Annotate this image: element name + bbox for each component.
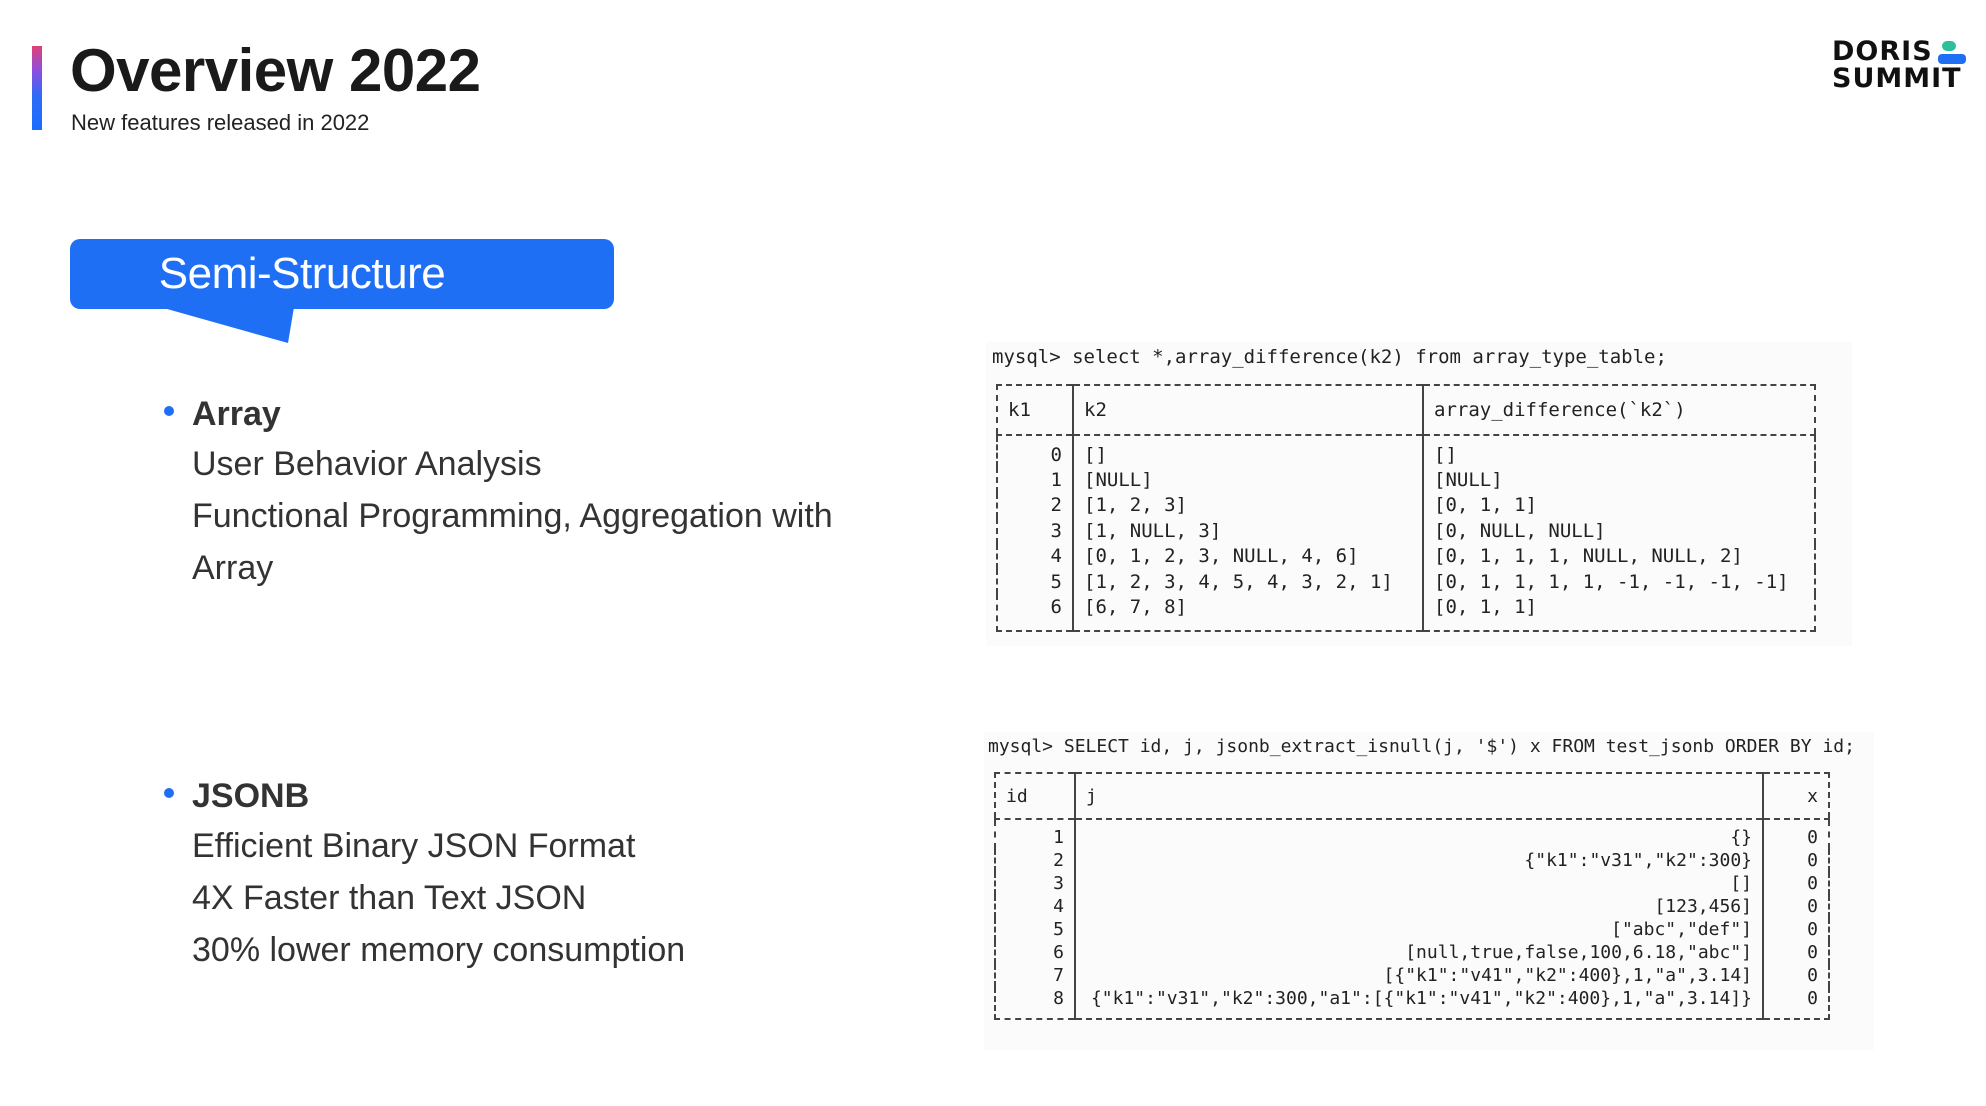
section-tag: Semi-Structure: [70, 239, 614, 309]
table-cell: []: [1074, 872, 1763, 895]
column-header: k2: [1072, 385, 1423, 435]
table-cell: 2: [1053, 850, 1064, 871]
table-cell: 8: [1053, 988, 1064, 1009]
table-cell: 3: [1053, 873, 1064, 894]
bullet-icon: [164, 406, 174, 416]
feature-title-array: Array: [192, 394, 281, 433]
table-row: 1 {}0: [995, 819, 1829, 849]
column-header: array_difference(`k2`): [1422, 385, 1815, 435]
table-cell: [1, NULL, 3]: [1072, 518, 1423, 544]
table-row: 0 [][]: [997, 435, 1815, 468]
sql-command: mysql> SELECT id, j, jsonb_extract_isnul…: [988, 736, 1855, 757]
table-cell: 0: [1762, 895, 1829, 918]
jsonb-query-output: mysql> SELECT id, j, jsonb_extract_isnul…: [984, 732, 1874, 1050]
feature-title-jsonb: JSONB: [192, 776, 310, 815]
column-header: j: [1074, 773, 1763, 819]
table-row: 3 []0: [995, 872, 1829, 895]
table-cell: 7: [1053, 965, 1064, 986]
feature-line: 4X Faster than Text JSON: [192, 879, 587, 917]
bullet-icon: [164, 788, 174, 798]
table-cell: 1: [1050, 469, 1062, 492]
table-cell: 0: [1762, 987, 1829, 1019]
table-row: 5 [1, 2, 3, 4, 5, 4, 3, 2, 1][0, 1, 1, 1,…: [997, 568, 1815, 595]
table-cell: [null,true,false,100,6.18,"abc"]: [1074, 941, 1763, 964]
table-cell: 5: [1050, 570, 1062, 593]
table-cell: 2: [1050, 494, 1062, 517]
feature-array: Array User Behavior Analysis Functional …: [164, 390, 833, 594]
table-cell: [1, 2, 3]: [1072, 492, 1423, 519]
table-cell: {"k1":"v31","k2":300}: [1074, 849, 1763, 872]
section-tag-tail: [160, 307, 294, 343]
table-header-row: id j x: [995, 773, 1829, 819]
table-cell: [1, 2, 3, 4, 5, 4, 3, 2, 1]: [1072, 568, 1423, 595]
table-row: 6 [6, 7, 8][0, 1, 1]: [997, 594, 1815, 631]
table-cell: [0, 1, 1, 1, 1, -1, -1, -1, -1]: [1422, 568, 1815, 595]
table-cell: 0: [1050, 443, 1062, 466]
table-cell: 5: [1053, 919, 1064, 940]
section-tag-label: Semi-Structure: [158, 249, 446, 298]
column-header: k1: [1008, 399, 1031, 421]
feature-jsonb: JSONB Efficient Binary JSON Format 4X Fa…: [164, 772, 685, 976]
table-row: 4 [123,456]0: [995, 895, 1829, 918]
doris-summit-logo: DORIS SUMMIT: [1832, 38, 1972, 98]
table-cell: 0: [1762, 819, 1829, 849]
title-accent-bar: [32, 46, 42, 130]
table-cell: [0, 1, 1]: [1422, 594, 1815, 631]
table-row: 1 [NULL][NULL]: [997, 467, 1815, 493]
table-cell: [0, 1, 1]: [1422, 492, 1815, 519]
table-cell: [NULL]: [1422, 467, 1815, 493]
table-cell: [NULL]: [1072, 467, 1423, 493]
column-header: id: [1006, 785, 1028, 807]
table-cell: 0: [1762, 964, 1829, 987]
table-cell: 4: [1050, 545, 1062, 568]
sql-command: mysql> select *,array_difference(k2) fro…: [992, 346, 1667, 368]
table-cell: 1: [1053, 827, 1064, 848]
table-row: 7 [{"k1":"v41","k2":400},1,"a",3.14]0: [995, 964, 1829, 987]
table-row: 5 ["abc","def"]0: [995, 918, 1829, 941]
table-cell: [123,456]: [1074, 895, 1763, 918]
table-cell: 6: [1053, 942, 1064, 963]
table-row: 2 {"k1":"v31","k2":300}0: [995, 849, 1829, 872]
table-row: 2 [1, 2, 3][0, 1, 1]: [997, 492, 1815, 519]
table-cell: []: [1422, 435, 1815, 468]
array-query-output: mysql> select *,array_difference(k2) fro…: [986, 342, 1852, 646]
page-subtitle: New features released in 2022: [71, 110, 370, 135]
table-cell: 0: [1762, 849, 1829, 872]
feature-line: 30% lower memory consumption: [192, 931, 686, 969]
logo-mark-icon: [1938, 41, 1966, 64]
table-row: 6 [null,true,false,100,6.18,"abc"]0: [995, 941, 1829, 964]
table-cell: {"k1":"v31","k2":300,"a1":[{"k1":"v41","…: [1074, 987, 1763, 1019]
table-cell: []: [1072, 435, 1423, 468]
table-row: 3 [1, NULL, 3][0, NULL, NULL]: [997, 518, 1815, 544]
table-cell: 0: [1762, 918, 1829, 941]
column-header: x: [1762, 773, 1829, 819]
table-cell: 3: [1050, 519, 1062, 542]
table-row: 8 {"k1":"v31","k2":300,"a1":[{"k1":"v41",…: [995, 987, 1829, 1019]
table-cell: [0, NULL, NULL]: [1422, 518, 1815, 544]
table-cell: 6: [1050, 596, 1062, 619]
table-cell: [6, 7, 8]: [1072, 594, 1423, 631]
table-cell: [0, 1, 1, 1, NULL, NULL, 2]: [1422, 543, 1815, 569]
table-cell: ["abc","def"]: [1074, 918, 1763, 941]
table-cell: 4: [1053, 896, 1064, 917]
table-cell: [{"k1":"v41","k2":400},1,"a",3.14]: [1074, 964, 1763, 987]
logo-line-2: SUMMIT: [1832, 63, 1962, 94]
table-cell: [0, 1, 2, 3, NULL, 4, 6]: [1072, 543, 1423, 569]
feature-line: Efficient Binary JSON Format: [192, 827, 636, 865]
page-title: Overview 2022: [70, 37, 481, 104]
table-cell: 0: [1762, 872, 1829, 895]
table-cell: 0: [1762, 941, 1829, 964]
logo-line-1: DORIS: [1832, 36, 1933, 67]
feature-line: Array: [192, 549, 274, 587]
feature-line: User Behavior Analysis: [192, 445, 542, 483]
feature-line: Functional Programming, Aggregation with: [192, 497, 833, 535]
result-table: k1 k2 array_difference(`k2`) 0 [][] 1 [NULL…: [996, 384, 1816, 632]
table-header-row: k1 k2 array_difference(`k2`): [997, 385, 1815, 435]
table-row: 4 [0, 1, 2, 3, NULL, 4, 6][0, 1, 1, 1, NU…: [997, 543, 1815, 569]
table-cell: {}: [1074, 819, 1763, 849]
